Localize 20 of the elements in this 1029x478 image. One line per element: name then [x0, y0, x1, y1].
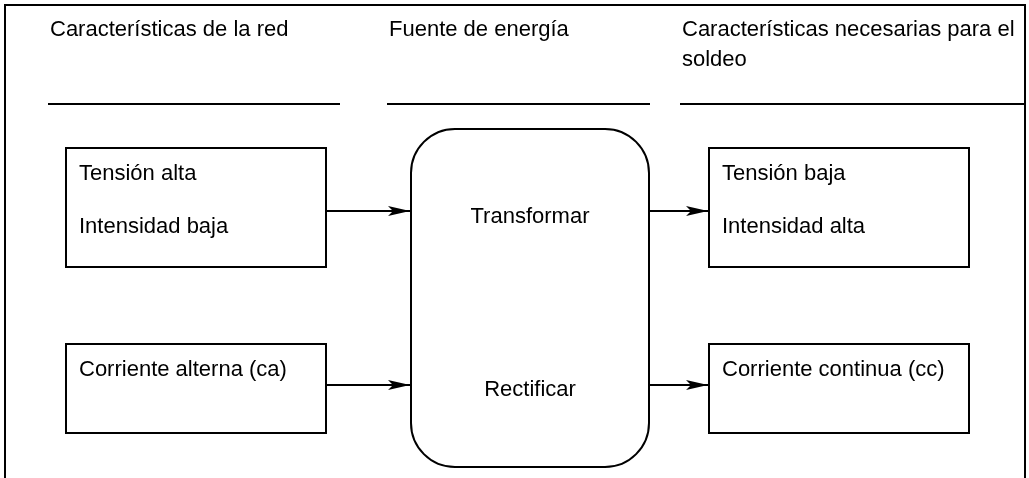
column-heading: Fuente de energía: [388, 15, 570, 43]
box-text: Corriente alterna (ca): [79, 355, 288, 383]
arrow: [326, 206, 411, 216]
box: [65, 147, 327, 268]
box: [708, 343, 970, 434]
box-text: Tensión baja: [722, 159, 847, 187]
box: [708, 147, 970, 268]
process-label: Rectificar: [483, 375, 577, 403]
box-text: Intensidad alta: [722, 212, 867, 240]
process-label: Transformar: [469, 202, 591, 230]
process-block: [410, 128, 650, 468]
box-text: Corriente continua (cc): [722, 355, 946, 383]
arrow: [649, 380, 709, 390]
column-heading: Características de la red: [49, 15, 290, 43]
column-heading: Características necesarias para el soldeo: [681, 15, 1016, 73]
arrow: [326, 380, 411, 390]
box-text: Tensión alta: [79, 159, 198, 187]
box-text: Intensidad baja: [79, 212, 230, 240]
arrow: [649, 206, 709, 216]
box: [65, 343, 327, 434]
